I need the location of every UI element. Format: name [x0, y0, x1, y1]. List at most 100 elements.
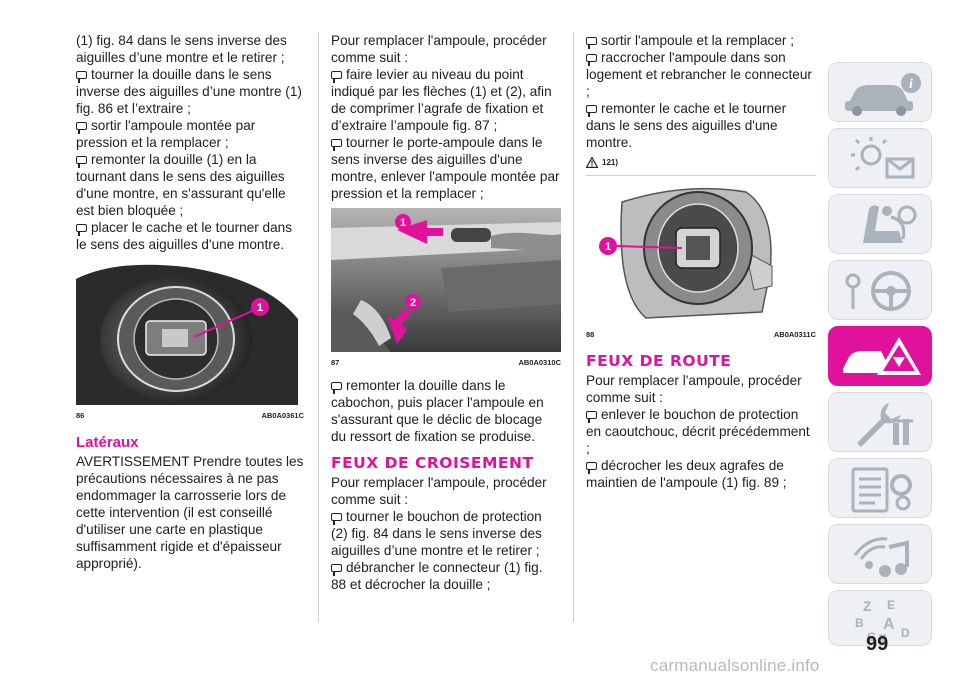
callout-2: 2: [410, 297, 416, 309]
bullet-icon: [331, 564, 342, 576]
tab-driving[interactable]: [828, 260, 932, 320]
callout-1: 1: [400, 217, 406, 229]
bullet-icon: [76, 224, 87, 236]
warning-note: AVERTISSEMENT Prendre toutes les précaut…: [76, 454, 304, 571]
paragraph: (1) fig. 84 dans le sens inverse des aig…: [76, 33, 287, 65]
tech-specs-icon: [851, 467, 912, 513]
bullet-icon: [586, 411, 597, 423]
figure-86: 1 86 AB0A0361C: [76, 259, 304, 424]
section-heading: FEUX DE ROUTE: [586, 352, 732, 370]
figure-88: 1 88 AB0A0311C: [586, 182, 816, 343]
figure-caption: 86 AB0A0361C: [76, 407, 304, 424]
figure-number: 88: [586, 330, 595, 339]
figure-caption: 88 AB0A0311C: [586, 326, 816, 343]
callout-1: 1: [257, 302, 263, 314]
bullet-icon: [586, 105, 597, 117]
list-item: tourner le bouchon de protection (2) fig…: [331, 508, 561, 559]
list-item: sortir l'ampoule montée par pression et …: [76, 117, 304, 151]
page-number: 99: [866, 633, 889, 655]
tab-warning-lights[interactable]: [828, 128, 932, 188]
list-item-text: faire levier au niveau du point indiqué …: [331, 67, 552, 133]
paragraph: Pour remplacer l'ampoule, procéder comme…: [586, 373, 802, 405]
bullet-icon: [76, 71, 87, 83]
list-item: décrocher les deux agrafes de maintien d…: [586, 457, 816, 491]
maintenance-wrench-icon: [857, 403, 913, 447]
tab-car-info[interactable]: i: [828, 62, 932, 122]
watermark: carmanualsonline.info: [650, 656, 820, 675]
list-item-text: remonter la douille (1) en la tournant d…: [76, 152, 286, 218]
figure-number: 86: [76, 411, 85, 420]
bullet-icon: [76, 122, 87, 134]
list-item-text: tourner le bouchon de protection (2) fig…: [331, 509, 542, 558]
list-item-text: remonter la douille dans le cabochon, pu…: [331, 378, 544, 444]
tab-multimedia[interactable]: [828, 524, 932, 584]
subheading: Latéraux: [76, 434, 139, 451]
airbag-seat-icon: [863, 205, 917, 243]
steering-key-icon: [845, 271, 911, 311]
list-item: remonter la douille dans le cabochon, pu…: [331, 377, 561, 445]
svg-text:T: T: [879, 632, 887, 646]
column-divider: [318, 32, 319, 622]
figure-number: 87: [331, 358, 340, 367]
svg-text:A: A: [883, 616, 895, 633]
svg-text:D: D: [901, 626, 910, 640]
tab-tech-specs[interactable]: [828, 458, 932, 518]
tab-maintenance[interactable]: [828, 392, 932, 452]
list-item: faire levier au niveau du point indiqué …: [331, 66, 561, 134]
paragraph: Pour remplacer l'ampoule, procéder comme…: [331, 33, 547, 65]
warning-triangle-icon: [586, 157, 598, 168]
bullet-icon: [331, 139, 342, 151]
index-icon: Z E B A C T D: [855, 598, 910, 646]
list-item: remonter le cache et le tourner dans le …: [586, 100, 816, 151]
figure-code: AB0A0311C: [773, 330, 816, 339]
tab-index[interactable]: Z E B A C T D: [828, 590, 932, 646]
list-item: sortir l'ampoule et la remplacer ;: [586, 32, 816, 49]
emergency-warning-icon: [843, 337, 921, 375]
list-item-text: sortir l'ampoule montée par pression et …: [76, 118, 256, 150]
figure-86-image: 1: [76, 259, 304, 405]
column-1: (1) fig. 84 dans le sens inverse des aig…: [76, 32, 304, 572]
svg-text:i: i: [909, 77, 913, 92]
figure-code: AB0A0310C: [518, 358, 561, 367]
list-item: tourner la douille dans le sens inverse …: [76, 66, 304, 117]
column-3: sortir l'ampoule et la remplacer ; raccr…: [586, 32, 816, 491]
paragraph: Pour remplacer l'ampoule, procéder comme…: [331, 475, 547, 507]
figure-88-image: 1: [586, 182, 816, 324]
list-item-text: enlever le bouchon de protection en caou…: [586, 407, 810, 456]
list-item: débrancher le connecteur (1) fig. 88 et …: [331, 559, 561, 593]
list-item: tourner le porte-ampoule dans le sens in…: [331, 134, 561, 202]
warning-reference: 121): [586, 154, 816, 176]
bullet-icon: [76, 156, 87, 168]
bullet-icon: [331, 513, 342, 525]
list-item-text: raccrocher l'ampoule dans son logement e…: [586, 50, 812, 99]
bullet-icon: [586, 54, 597, 66]
list-item-text: placer le cache et le tourner dans le se…: [76, 220, 293, 252]
bullet-icon: [586, 37, 597, 49]
list-item-text: décrocher les deux agrafes de maintien d…: [586, 458, 787, 490]
list-item-text: tourner le porte-ampoule dans le sens in…: [331, 135, 560, 201]
list-item: remonter la douille (1) en la tournant d…: [76, 151, 304, 219]
svg-text:C: C: [867, 630, 876, 644]
car-info-icon: i: [845, 73, 921, 116]
warning-ref-number: 121): [602, 158, 619, 167]
svg-text:B: B: [855, 616, 864, 630]
list-item-text: sortir l'ampoule et la remplacer ;: [601, 33, 794, 48]
figure-87-image: 1 2: [331, 208, 561, 352]
tab-emergency[interactable]: [828, 326, 932, 386]
list-item: raccrocher l'ampoule dans son logement e…: [586, 49, 816, 100]
figure-87: 1 2 87 AB0A0310C: [331, 208, 561, 371]
figure-caption: 87 AB0A0310C: [331, 354, 561, 371]
tab-safety[interactable]: [828, 194, 932, 254]
section-heading: FEUX DE CROISEMENT: [331, 454, 534, 472]
bullet-icon: [586, 462, 597, 474]
bullet-icon: [331, 382, 342, 394]
callout-1: 1: [605, 241, 611, 253]
svg-text:E: E: [887, 598, 895, 612]
column-divider: [573, 32, 574, 622]
svg-text:Z: Z: [863, 598, 872, 614]
list-item-text: tourner la douille dans le sens inverse …: [76, 67, 302, 116]
list-item-text: remonter le cache et le tourner dans le …: [586, 101, 787, 150]
list-item: enlever le bouchon de protection en caou…: [586, 406, 816, 457]
list-item: placer le cache et le tourner dans le se…: [76, 219, 304, 253]
multimedia-icon: [853, 537, 909, 577]
